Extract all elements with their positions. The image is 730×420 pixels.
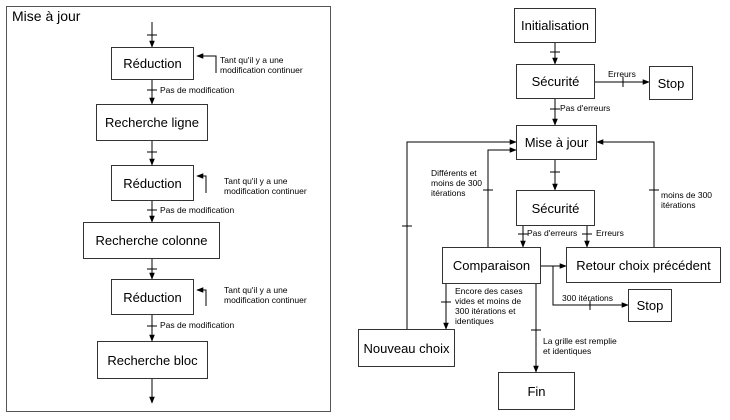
node-nouveau-choix: Nouveau choix (358, 329, 455, 367)
node-recherche-colonne: Recherche colonne (83, 222, 220, 259)
node-fin: Fin (498, 372, 575, 410)
node-reduction-1: Réduction (111, 47, 194, 80)
arrow-comparaison-to-stop2 (552, 266, 629, 308)
arrow-retour-to-maj (596, 139, 655, 247)
node-reduction-2: Réduction (111, 165, 194, 201)
node-stop-1: Stop (649, 66, 693, 100)
loop-arrow-2 (196, 173, 207, 193)
label-300-iterations: 300 itérations (562, 293, 614, 303)
node-comparaison: Comparaison (442, 247, 541, 284)
label-no-change-1: Pas de modification (160, 85, 235, 95)
mise-a-jour-frame (6, 6, 331, 412)
label-pas-erreurs-2: Pas d'erreurs (527, 228, 578, 238)
label-no-change-2: Pas de modification (160, 205, 235, 215)
node-retour-choix: Retour choix précédent (566, 247, 721, 283)
label-erreurs-2: Erreurs (596, 228, 624, 238)
node-recherche-ligne: Recherche ligne (96, 104, 208, 141)
arrow-comparaison-to-maj (487, 147, 517, 247)
node-securite-2: Sécurité (516, 190, 595, 226)
loop-arrow-3 (196, 287, 207, 306)
node-stop-2: Stop (628, 289, 672, 322)
label-no-change-3: Pas de modification (160, 320, 235, 330)
node-securite-1: Sécurité (516, 64, 595, 99)
node-recherche-bloc: Recherche bloc (97, 341, 208, 379)
node-reduction-3: Réduction (111, 279, 194, 315)
node-initialisation: Initialisation (514, 8, 596, 43)
label-erreurs-1: Erreurs (608, 69, 636, 79)
node-mise-a-jour: Mise à jour (516, 125, 597, 160)
arrow-nouveau-to-maj (406, 139, 517, 330)
frame-title: Mise à jour (12, 8, 81, 24)
loop-arrow-1 (196, 53, 217, 73)
label-pas-erreurs-1: Pas d'erreurs (560, 103, 611, 113)
